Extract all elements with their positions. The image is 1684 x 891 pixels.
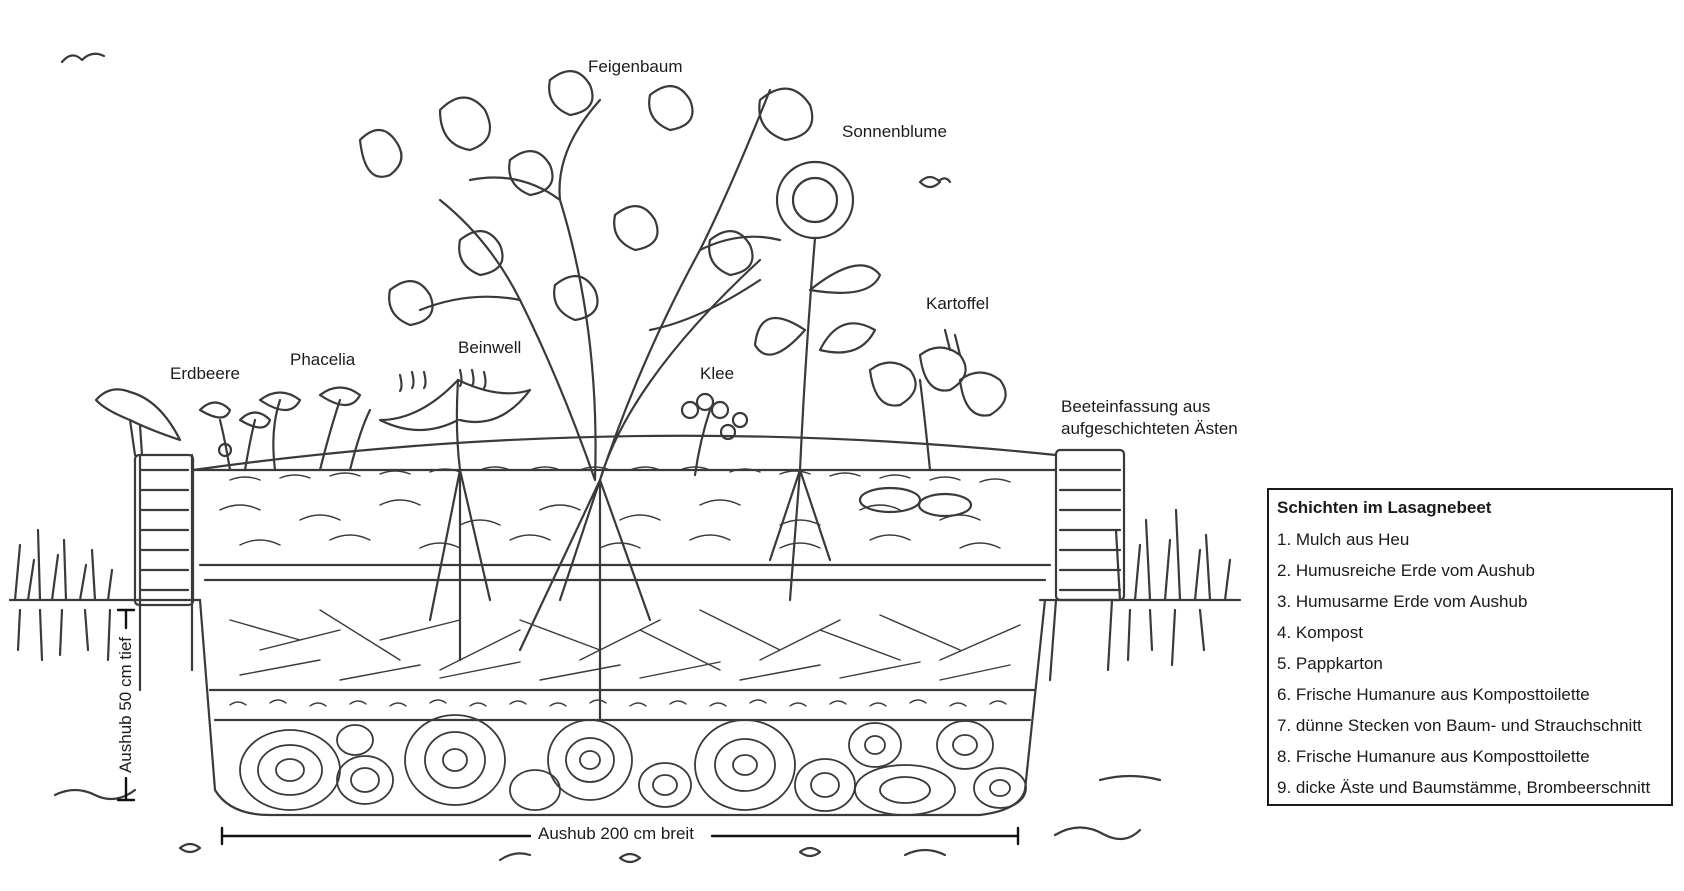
potato-plant <box>868 328 1007 472</box>
legend-item: 4. Kompost <box>1277 623 1363 642</box>
label-border-line1: Beeteinfassung aus <box>1061 397 1211 416</box>
pit-outline <box>198 598 1047 817</box>
label-klee: Klee <box>700 364 735 383</box>
legend-list: 1. Mulch aus Heu 2. Humusreiche Erde vom… <box>1277 530 1650 809</box>
width-label: Aushub 200 cm breit <box>534 824 698 844</box>
sunflower-leaf-icon <box>808 264 882 294</box>
worm-icon <box>53 788 137 801</box>
fig-tree <box>358 70 814 722</box>
layers-legend: Schichten im Lasagnebeet 1. Mulch aus He… <box>1267 488 1673 806</box>
label-kartoffel: Kartoffel <box>926 294 990 313</box>
mound-top <box>191 434 1058 472</box>
twig-texture <box>229 609 1021 681</box>
beetle-icon <box>178 842 202 854</box>
label-erdbeere: Erdbeere <box>170 364 240 383</box>
bed-border-left <box>133 453 195 692</box>
legend-title: Schichten im Lasagnebeet <box>1277 498 1492 517</box>
depth-label: Aushub 50 cm tief <box>116 632 136 778</box>
legend-item: 2. Humusreiche Erde vom Aushub <box>1277 561 1535 580</box>
critter-icon <box>1098 774 1162 782</box>
phacelia <box>258 386 372 472</box>
width-dimension <box>220 826 1020 846</box>
log-layer <box>239 714 1027 816</box>
beetle-icon <box>798 846 822 858</box>
fig-leaf-icon <box>458 230 504 277</box>
depth-dimension <box>116 608 136 802</box>
worm-icon <box>498 852 532 862</box>
insect-icon <box>918 175 952 189</box>
label-beinwell: Beinwell <box>458 338 522 357</box>
caterpillar-icon <box>903 848 947 857</box>
fig-leaf-icon <box>758 87 814 142</box>
legend-item: 9. dicke Äste und Baumstämme, Brombeersc… <box>1277 778 1651 797</box>
fig-leaf-icon <box>613 205 659 252</box>
fig-leaf-icon <box>388 280 434 327</box>
legend-item: 8. Frische Humanure aus Komposttoilette <box>1277 747 1590 766</box>
fig-leaf-icon <box>438 96 492 152</box>
potato-tubers <box>858 486 973 518</box>
fig-leaf-icon <box>548 70 594 117</box>
legend-item: 5. Pappkarton <box>1277 654 1383 673</box>
fig-leaf-icon <box>358 128 403 178</box>
bird-on-post-icon <box>94 388 182 457</box>
clover <box>680 392 749 477</box>
label-border-line2: aufgeschichteten Ästen <box>1061 419 1238 438</box>
sunflower <box>753 160 882 602</box>
sunflower-leaf-icon <box>818 322 877 354</box>
fig-leaf-icon <box>553 275 599 322</box>
label-sonnenblume: Sonnenblume <box>842 122 947 141</box>
legend-item: 3. Humusarme Erde vom Aushub <box>1277 592 1528 611</box>
grass-right <box>1114 508 1232 667</box>
label-feigenbaum: Feigenbaum <box>588 57 683 76</box>
fig-leaf-icon <box>648 85 694 132</box>
strawberry <box>198 401 272 472</box>
bird-icon <box>60 52 106 64</box>
comfrey <box>378 368 532 662</box>
grass-left <box>13 528 114 662</box>
fig-leaf-icon <box>708 230 754 277</box>
mulch-texture <box>219 466 1011 549</box>
legend-item: 7. dünne Stecken von Baum- und Strauchsc… <box>1277 716 1642 735</box>
legend-item: 6. Frische Humanure aus Komposttoilette <box>1277 685 1590 704</box>
compost-texture <box>229 699 1007 707</box>
beetle-icon <box>618 852 642 864</box>
legend-item: 1. Mulch aus Heu <box>1277 530 1410 549</box>
label-phacelia: Phacelia <box>290 350 356 369</box>
bed-border-right <box>1048 448 1126 682</box>
sunflower-leaf-icon <box>753 316 807 356</box>
worm-icon <box>1053 826 1142 841</box>
fig-leaf-icon <box>508 150 554 197</box>
